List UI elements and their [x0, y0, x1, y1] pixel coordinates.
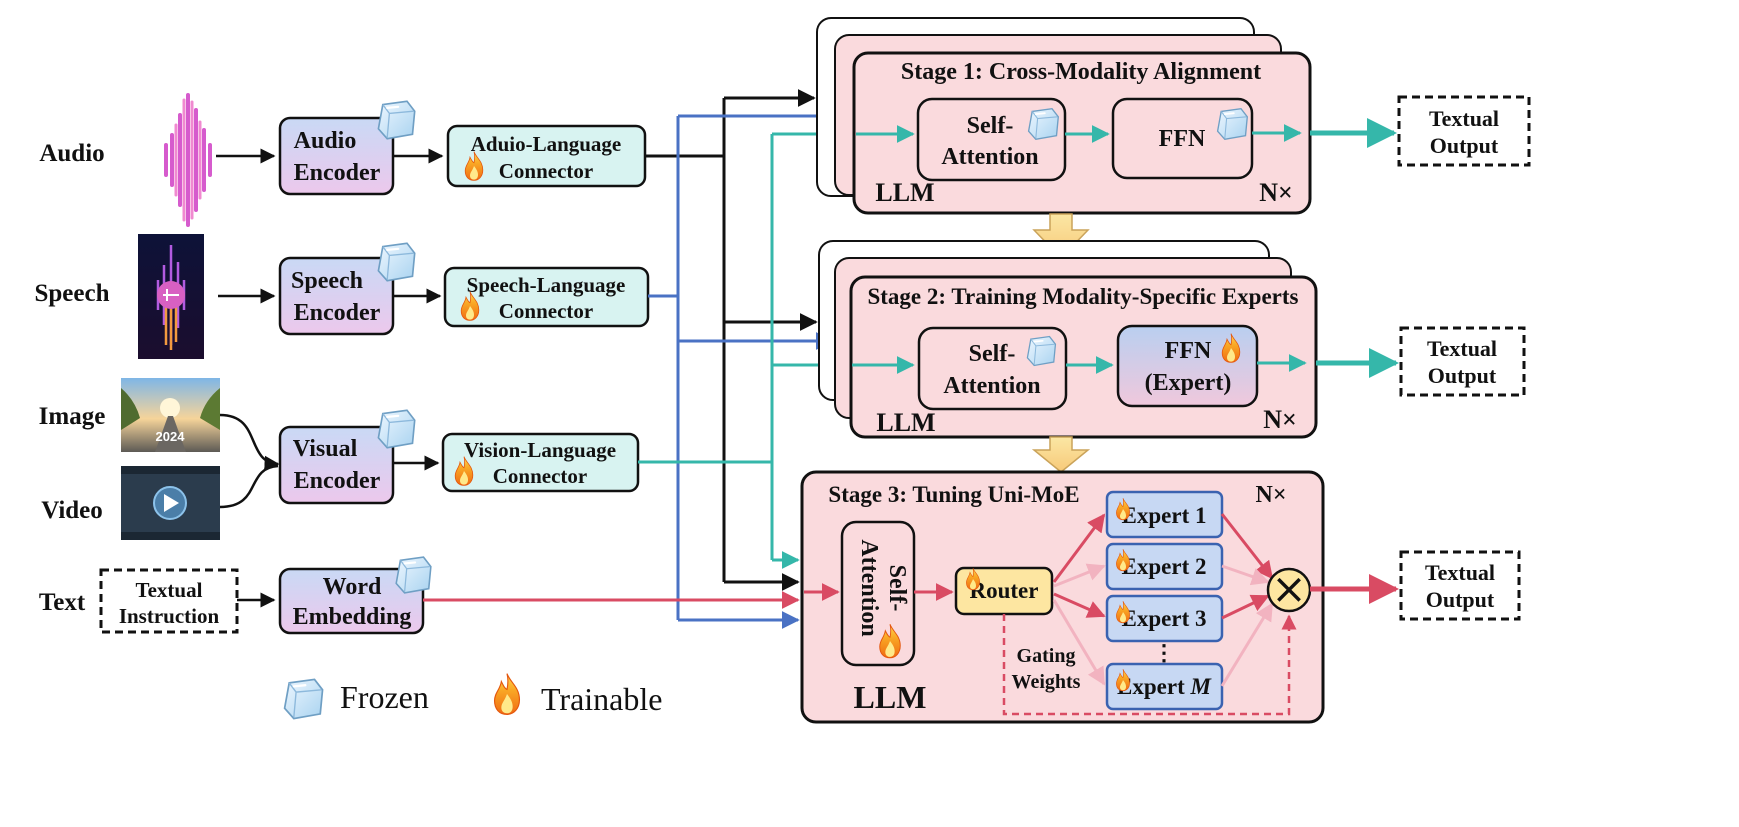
stage3-panel: Stage 3: Tuning Uni-MoE N× Self- Attenti… — [800, 470, 1325, 724]
stage2-ffn-expert-line2: (Expert) — [1145, 370, 1232, 396]
textual-instruction-box — [99, 568, 239, 634]
image-thumbnail: 2024 — [121, 378, 220, 452]
stage3-repeat-label: N× — [1255, 482, 1286, 508]
stage2-panel: Stage 2: Training Modality-Specific Expe… — [818, 240, 1318, 439]
stage3-expert-1-label: Expert 1 — [1122, 503, 1207, 528]
stage1-llm-label: LLM — [875, 178, 934, 207]
speech-waveform-icon — [138, 234, 204, 359]
stage1-panel: Stage 1: Cross-Modality Alignment Self- … — [816, 17, 1312, 215]
stage2-output-box — [1399, 326, 1526, 397]
frozen-ice-icon — [377, 409, 416, 449]
word-embedding-line1: Word — [323, 574, 382, 600]
stage3-expert-3-label: Expert 3 — [1122, 606, 1207, 631]
video-thumbnail — [121, 466, 220, 540]
stage1-self-attention — [916, 97, 1067, 182]
stage2-self-attention-line1: Self- — [969, 341, 1016, 367]
stage2-ffn-expert-line1: FFN — [1165, 338, 1212, 364]
stage2-title: Stage 2: Training Modality-Specific Expe… — [867, 284, 1298, 309]
speech-connector-line2: Connector — [499, 299, 593, 323]
stage1-output-line2: Output — [1430, 133, 1499, 158]
frozen-ice-icon — [1216, 107, 1249, 141]
audio-encoder-line2: Encoder — [294, 160, 381, 186]
stage3-gating-line1: Gating — [1017, 645, 1076, 667]
stage2-self-attention-line2: Attention — [943, 373, 1040, 399]
vision-connector-line2: Connector — [493, 464, 587, 488]
legend-frozen-icon — [283, 678, 324, 720]
stage3-expert-2-label: Expert 2 — [1122, 554, 1207, 579]
input-label-video: Video — [41, 497, 103, 524]
textual-instruction-line2: Instruction — [119, 604, 220, 628]
stage3-expert-m — [1105, 662, 1224, 711]
stage3-output-line1: Textual — [1425, 560, 1495, 585]
audio-encoder: Audio Encoder — [278, 100, 416, 196]
speech-encoder-line1: Speech — [291, 268, 363, 294]
visual-encoder-line1: Visual — [293, 436, 358, 462]
speech-encoder: Speech Encoder — [278, 242, 416, 336]
word-embedding-line2: Embedding — [293, 604, 412, 630]
stage1-output-box — [1397, 95, 1531, 167]
vision-connector-line1: Vision-Language — [464, 438, 616, 462]
stage2-to-stage3-arrow — [1031, 436, 1091, 473]
stage3-expert-3 — [1105, 594, 1224, 643]
input-label-audio: Audio — [39, 140, 104, 167]
stage3-output-box — [1399, 550, 1521, 621]
speech-encoder-line2: Encoder — [294, 300, 381, 326]
vision-language-connector: Vision-Language Connector — [441, 432, 640, 493]
speech-connector-line1: Speech-Language — [467, 273, 626, 297]
frozen-ice-icon — [377, 100, 416, 140]
audio-encoder-line1: Audio — [294, 128, 357, 154]
input-label-text: Text — [39, 589, 86, 616]
stage3-output-line2: Output — [1426, 587, 1495, 612]
frozen-ice-icon — [377, 242, 416, 282]
legend-frozen-label: Frozen — [340, 679, 429, 715]
stage3-self-attention-line2: Attention — [856, 539, 882, 636]
legend-trainable-icon — [493, 672, 521, 716]
audio-connector-line1: Aduio-Language — [471, 132, 622, 156]
stage2-ffn-expert — [1116, 324, 1259, 408]
arrow-video-to-encoder — [219, 464, 279, 509]
stage2-repeat-label: N× — [1263, 405, 1297, 434]
stage3-title: Stage 3: Tuning Uni-MoE — [828, 482, 1079, 507]
input-label-speech: Speech — [35, 280, 110, 307]
stage3-self-attention-line1: Self- — [884, 565, 910, 612]
stage3-weighted-sum-symbol: ⨉ — [1277, 575, 1301, 608]
legend-trainable-label: Trainable — [541, 681, 662, 717]
visual-encoder: Visual Encoder — [278, 409, 416, 505]
stage3-gating-line2: Weights — [1012, 671, 1081, 693]
stage1-ffn — [1111, 97, 1254, 180]
stage1-ffn-label: FFN — [1159, 126, 1206, 152]
audio-waveform-icon — [164, 93, 212, 227]
stage1-repeat-label: N× — [1259, 178, 1293, 207]
frozen-ice-icon — [1027, 107, 1060, 141]
stage2-output-line1: Textual — [1427, 336, 1497, 361]
arrow-image-to-encoder — [219, 413, 280, 471]
speech-routing-lines — [648, 107, 834, 629]
stage2-output-line2: Output — [1428, 363, 1497, 388]
stage3-llm-label: LLM — [854, 679, 927, 715]
stage2-llm-label: LLM — [876, 408, 935, 437]
speech-language-connector: Speech-Language Connector — [443, 266, 650, 328]
stage1-title: Stage 1: Cross-Modality Alignment — [901, 59, 1261, 85]
word-embedding: Word Embedding — [278, 556, 432, 635]
frozen-ice-icon — [395, 556, 432, 594]
stage1-self-attention-line2: Attention — [941, 144, 1038, 170]
frozen-ice-icon — [1026, 335, 1057, 367]
stage1-self-attention-line1: Self- — [967, 113, 1014, 139]
audio-language-connector: Aduio-Language Connector — [446, 124, 647, 188]
audio-connector-line2: Connector — [499, 159, 593, 183]
stage3-router-label: Router — [970, 578, 1039, 603]
stage1-output-line1: Textual — [1429, 106, 1499, 131]
textual-instruction-line1: Textual — [136, 578, 203, 602]
visual-encoder-line2: Encoder — [294, 468, 381, 494]
input-label-image: Image — [39, 403, 106, 430]
stage3-gating-weights-path — [1002, 614, 1297, 716]
stage3-experts-ellipsis: ⋮ — [1153, 640, 1175, 665]
stage3-expert-m-label: Expert M — [1117, 674, 1212, 699]
image-year-label: 2024 — [156, 429, 186, 444]
